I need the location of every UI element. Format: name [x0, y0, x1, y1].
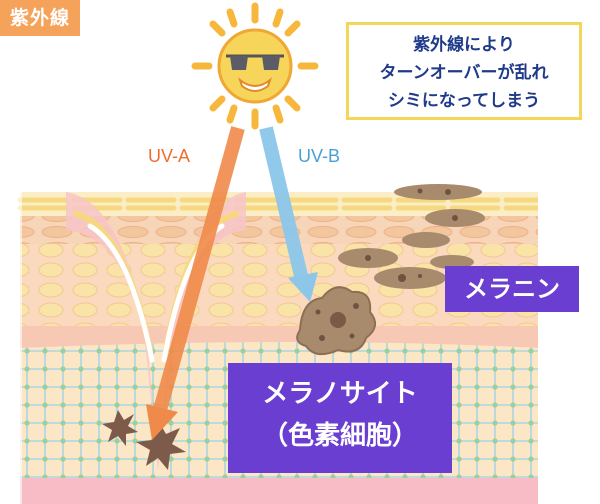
damaged-cell-icon: [102, 410, 186, 470]
uva-ray: [146, 126, 245, 440]
callout-box: 紫外線により ターンオーバーが乱れ シミになってしまう: [346, 22, 582, 120]
callout-line-2: ターンオーバーが乱れ: [379, 63, 549, 83]
melanocyte-label-line-1: メラノサイト: [262, 379, 418, 409]
melanocyte-label-line-2: （色素細胞）: [261, 421, 418, 451]
uva-label: UV-A: [148, 146, 191, 166]
melanin-label: メラニン: [445, 266, 579, 312]
sunglasses-icon: [226, 54, 284, 70]
uvb-ray: [259, 126, 318, 302]
melanocyte-label: メラノサイト （色素細胞）: [228, 363, 452, 473]
callout-line-3: シミになってしまう: [387, 91, 541, 111]
callout-line-1: 紫外線により: [413, 35, 515, 55]
sun-icon: [191, 2, 319, 130]
uvb-label: UV-B: [298, 146, 341, 166]
melanocyte-cell-icon: [296, 286, 377, 356]
uv-category-tag: 紫外線: [0, 0, 81, 36]
melanin-granule-icon: [338, 184, 485, 289]
